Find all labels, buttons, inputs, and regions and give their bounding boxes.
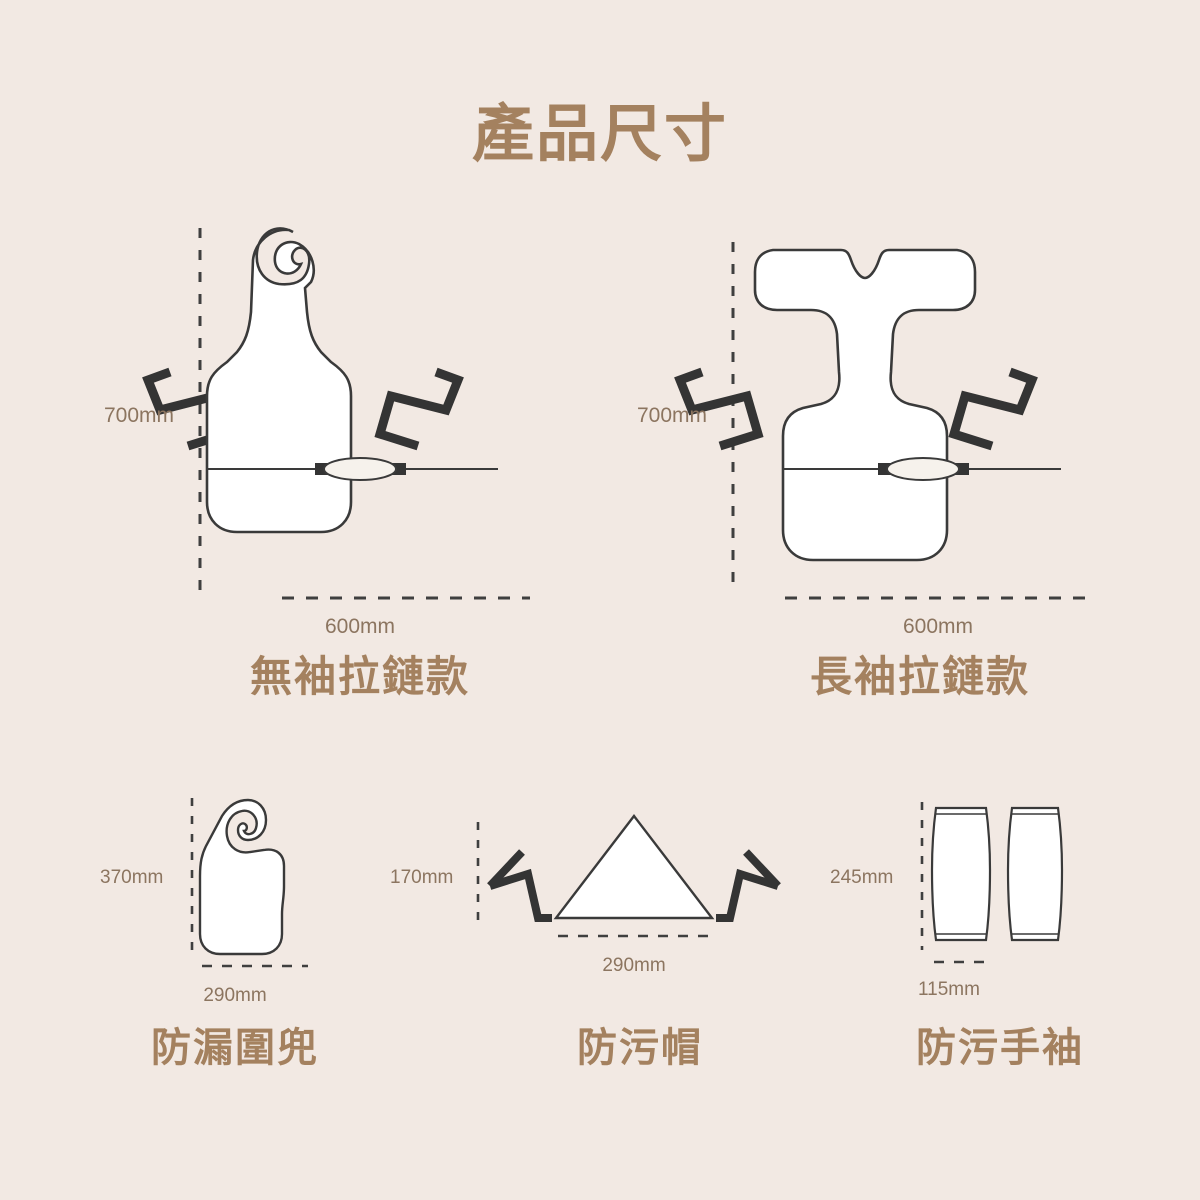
belt-buckle-icon xyxy=(886,457,960,481)
height-label-sleeveless: 700mm xyxy=(104,404,175,427)
sleeve-right-icon xyxy=(1006,806,1064,942)
apron-body-outline xyxy=(205,227,353,534)
product-panel-long-sleeve-zipper: 700mm 600mm 長袖拉鏈款 xyxy=(620,220,1160,720)
belt-buckle-icon xyxy=(323,457,397,481)
cap-strap-right-icon xyxy=(716,868,780,922)
diagram-stain-proof-cap xyxy=(476,814,781,938)
caption-long-sleeve-zipper: 長袖拉鏈款 xyxy=(809,653,1030,700)
caption-leak-proof-bib: 防漏圍兜 xyxy=(151,1026,319,1070)
bib-outline xyxy=(198,798,286,956)
product-panel-leak-proof-bib: 370mm 290mm 防漏圍兜 xyxy=(70,790,400,1080)
long-sleeve-body-outline xyxy=(753,248,977,562)
width-label-long-sleeve: 600mm xyxy=(902,615,974,638)
diagram-long-sleeve-zipper xyxy=(674,242,1088,600)
sleeve-left-body xyxy=(930,806,992,942)
height-label-sleeves: 245mm xyxy=(830,867,894,888)
sleeve-left-icon xyxy=(930,806,992,942)
diagram-sleeveless-zipper xyxy=(142,227,530,600)
product-panel-stain-proof-cap: 170mm 290mm 防污帽 xyxy=(390,790,790,1080)
height-label-cap: 170mm xyxy=(390,867,454,888)
cap-strap-left-tail-icon xyxy=(487,849,525,889)
width-label-bib: 290mm xyxy=(203,985,267,1006)
height-label-long-sleeve: 700mm xyxy=(637,404,708,427)
height-label-bib: 370mm xyxy=(100,867,164,888)
width-label-sleeves: 115mm xyxy=(918,979,980,1000)
cap-triangle-outline xyxy=(553,814,715,920)
sleeve-right-body xyxy=(1006,806,1064,942)
diagram-stain-proof-sleeves xyxy=(920,802,1064,964)
cap-strap-left-icon xyxy=(488,868,552,922)
caption-stain-proof-cap: 防污帽 xyxy=(577,1026,703,1070)
cap-strap-right-tail-icon xyxy=(743,849,781,889)
product-panel-stain-proof-sleeves: 245mm 115mm 防污手袖 xyxy=(800,790,1140,1080)
strap-right-icon xyxy=(948,367,1038,451)
strap-left-icon xyxy=(674,367,764,451)
caption-stain-proof-sleeves: 防污手袖 xyxy=(916,1026,1084,1070)
product-panel-sleeveless-zipper: 700mm 600mm 無袖拉鏈款 xyxy=(100,220,620,720)
caption-sleeveless-zipper: 無袖拉鏈款 xyxy=(249,653,470,700)
width-label-cap: 290mm xyxy=(602,955,666,976)
strap-right-icon xyxy=(374,367,464,451)
page-title: 產品尺寸 xyxy=(471,100,728,169)
width-label-sleeveless: 600mm xyxy=(324,615,396,638)
diagram-leak-proof-bib xyxy=(190,798,308,968)
